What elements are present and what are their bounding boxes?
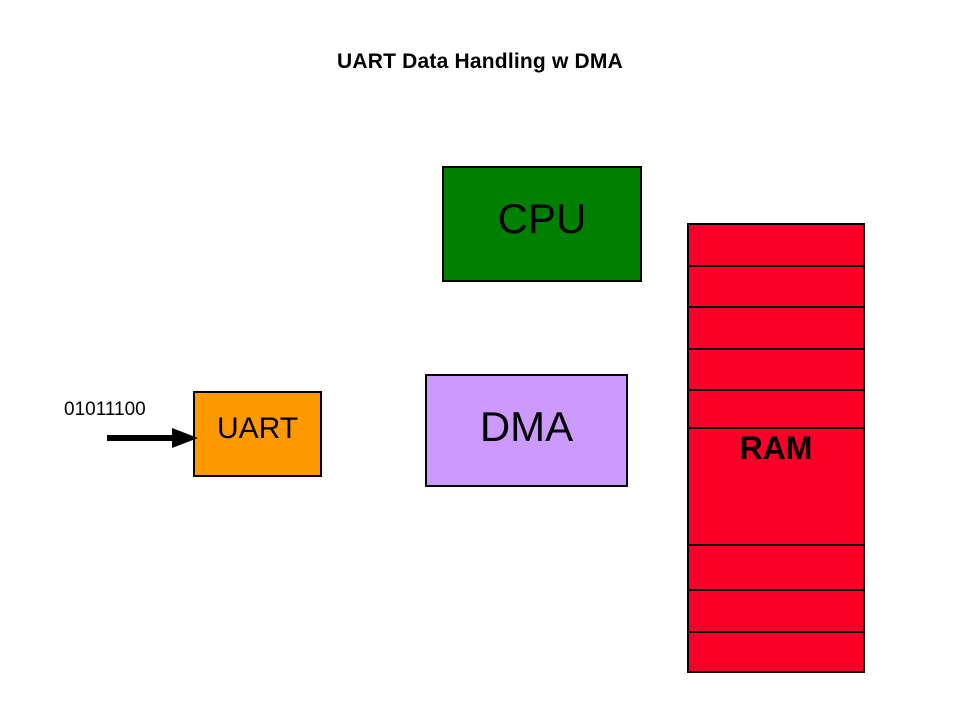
cpu-block[interactable]: CPU [442, 166, 642, 282]
cpu-block-label: CPU [497, 195, 587, 242]
arrow-right-icon [107, 428, 198, 448]
ram-block[interactable] [687, 223, 865, 673]
bitstream-label: 01011100 [64, 399, 146, 420]
page-title: UART Data Handling w DMA [337, 50, 623, 73]
ram-block-label: RAM [739, 430, 813, 466]
dma-block-label: DMA [479, 403, 574, 450]
ram-cell[interactable] [689, 591, 863, 633]
ram-cell[interactable] [689, 429, 863, 546]
ram-cell[interactable] [689, 633, 863, 671]
dma-block[interactable]: DMA [425, 374, 628, 487]
uart-block[interactable]: UART [193, 391, 322, 477]
arrow-head [172, 428, 198, 448]
ram-cell[interactable] [689, 308, 863, 350]
ram-cell[interactable] [689, 546, 863, 591]
uart-block-label: UART [216, 412, 299, 445]
ram-cell[interactable] [689, 225, 863, 267]
ram-cell[interactable] [689, 350, 863, 391]
ram-cell[interactable] [689, 267, 863, 308]
ram-cell[interactable] [689, 391, 863, 429]
